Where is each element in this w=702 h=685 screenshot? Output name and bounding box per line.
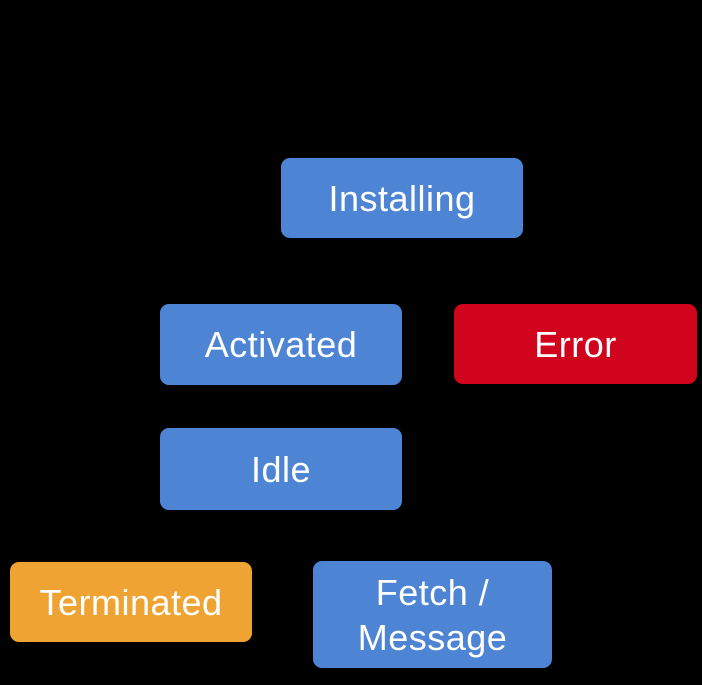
state-node-activated: Activated [160, 304, 402, 385]
state-label-error: Error [534, 323, 617, 365]
state-label-message: Message [357, 616, 508, 658]
state-node-idle: Idle [160, 428, 402, 510]
state-label-activated: Activated [204, 324, 358, 365]
state-node-installing: Installing [281, 158, 523, 238]
state-label-terminated: Terminated [39, 581, 223, 623]
state-node-fetch-message: Fetch / Message [313, 561, 552, 668]
state-node-terminated: Terminated [10, 562, 252, 642]
state-label-fetch: Fetch / [375, 571, 490, 613]
state-label-idle: Idle [250, 448, 312, 490]
state-node-error: Error [454, 304, 697, 384]
state-label-installing: Installing [328, 177, 476, 219]
